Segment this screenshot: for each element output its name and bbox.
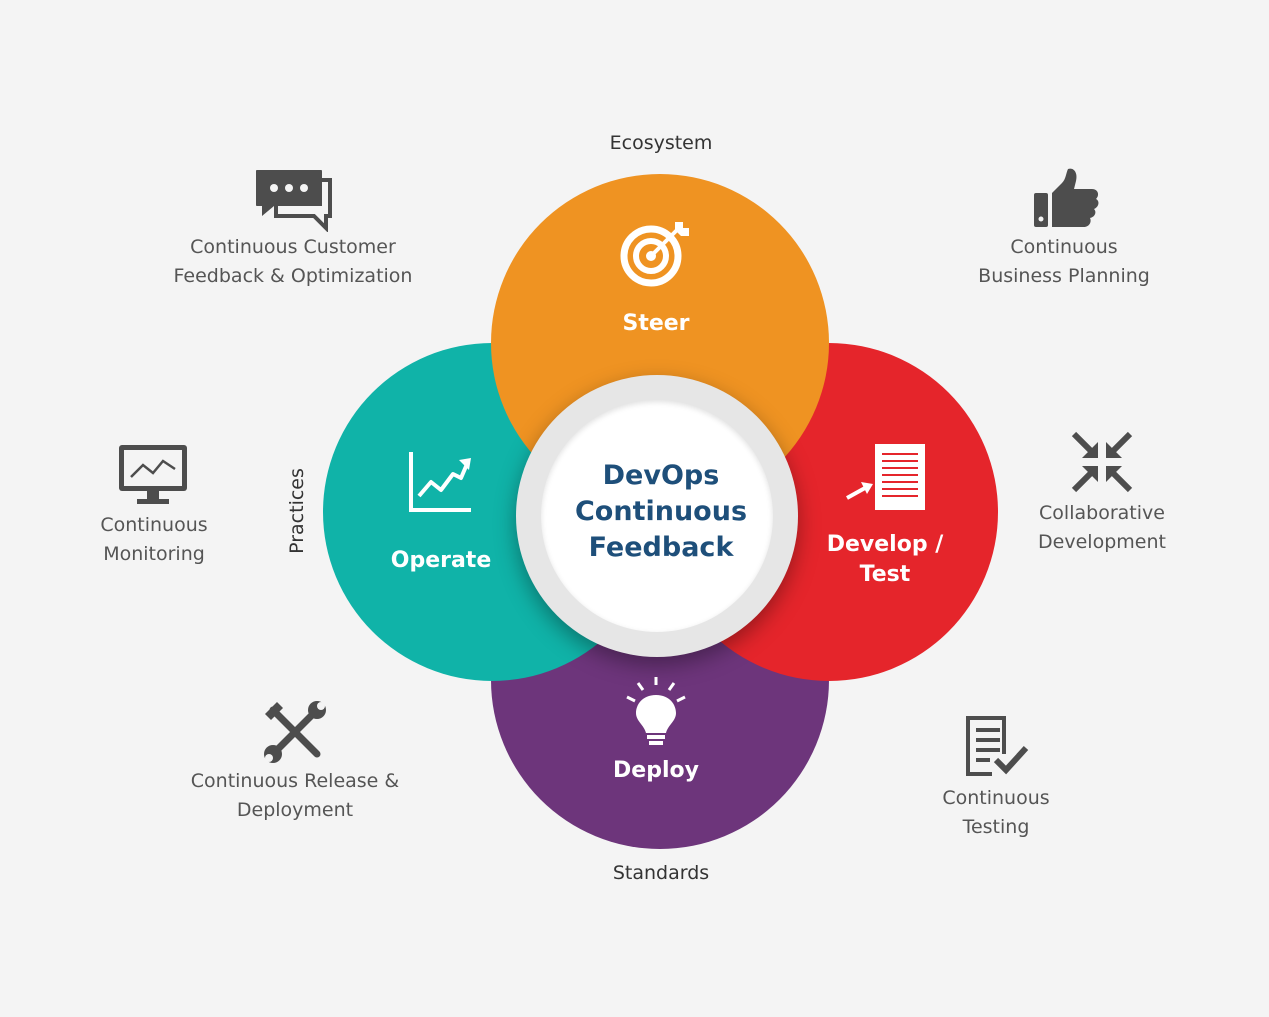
thumbs-up-icon [1034,168,1099,227]
center-disc [541,400,773,632]
tools-icon [264,701,326,763]
petal-label-operate: Operate [390,548,492,573]
practice-customer-feedback-line1: Continuous Customer [190,236,396,258]
document-arrow-icon [846,444,925,510]
axis-label-ecosystem: Ecosystem [609,132,713,154]
checklist-icon [966,716,1029,776]
growth-chart-icon [409,452,471,512]
axis-label-practices: Practices [286,468,308,554]
practice-collaborative-line1: Collaborative [1039,502,1165,524]
practice-testing-line1: Continuous [942,787,1050,809]
petal-label-develop-test: Develop / Test [827,530,944,590]
practice-release-deployment: Continuous Release & Deployment [191,767,399,825]
petal-label-steer: Steer [622,311,690,336]
practice-business-planning-line2: Business Planning [978,265,1150,287]
petal-label-develop-line1: Develop / [826,532,944,557]
center-title: DevOps Continuous Feedback [575,458,747,566]
chat-bubbles-icon [256,170,332,232]
practice-release-deployment-line2: Deployment [236,799,354,821]
monitor-chart-icon [119,445,187,504]
practice-business-planning: Continuous Business Planning [978,233,1150,291]
practice-testing: Continuous Testing [942,784,1049,842]
practice-monitoring-line2: Monitoring [103,543,205,565]
practice-collaborative: Collaborative Development [1038,499,1166,557]
practice-testing-line2: Testing [962,816,1030,838]
petal-label-deploy: Deploy [613,758,699,783]
arrows-inward-icon [1071,431,1133,493]
practice-release-deployment-line1: Continuous Release & [190,770,400,792]
center-title-line2: Continuous [574,496,748,527]
target-icon [620,222,689,287]
center-title-line3: Feedback [588,532,734,563]
practice-monitoring-line1: Continuous [100,514,208,536]
practice-business-planning-line1: Continuous [1010,236,1118,258]
practice-customer-feedback-line2: Feedback & Optimization [173,265,413,287]
practice-customer-feedback: Continuous Customer Feedback & Optimizat… [174,233,413,291]
lightbulb-icon [626,677,686,745]
practice-monitoring: Continuous Monitoring [100,511,207,569]
practice-collaborative-line2: Development [1038,531,1166,553]
center-title-line1: DevOps [602,460,720,491]
axis-label-standards: Standards [612,862,710,884]
petal-label-develop-line2: Test [859,562,911,587]
